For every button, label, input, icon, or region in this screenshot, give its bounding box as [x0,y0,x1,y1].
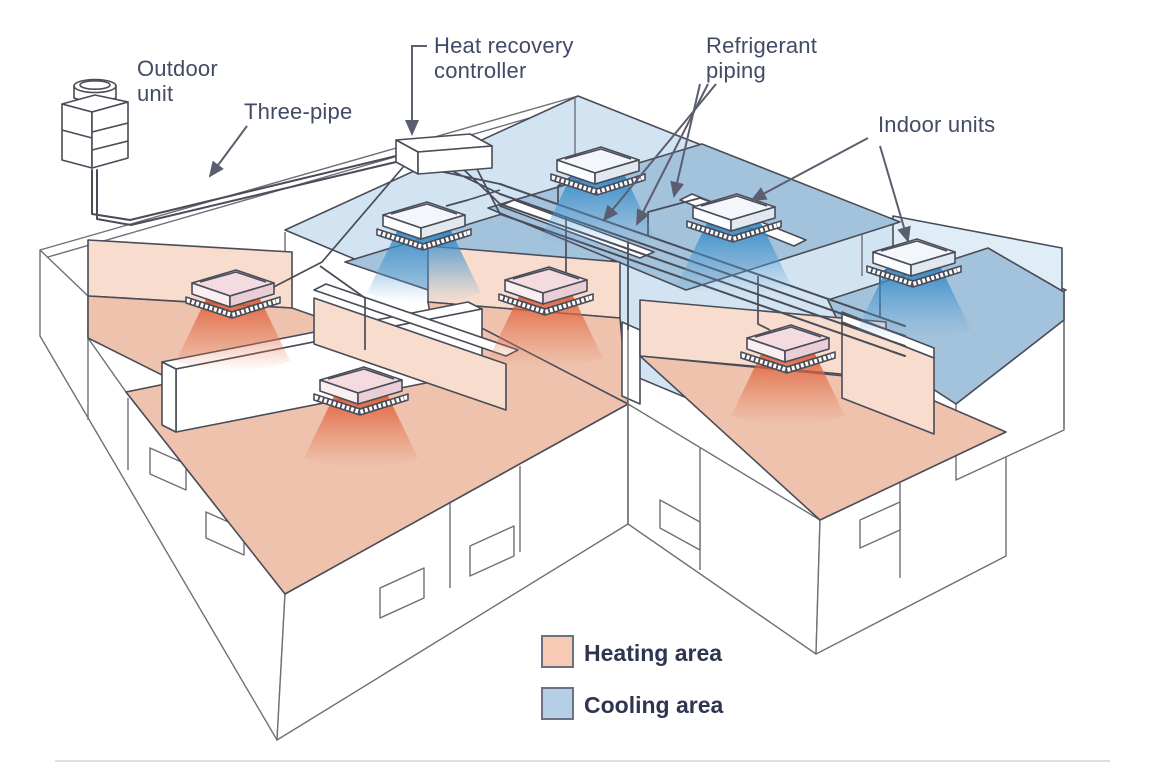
building-understructure [39,249,1065,741]
indoor-units-arrow-1 [750,137,869,201]
legend-swatch-cooling [541,687,574,720]
callouts: Outdoor unit Three-pipe Heat recovery co… [137,33,995,243]
three-pipe-run [91,155,397,226]
heat-recovery-controller [395,133,493,175]
partition-wall [621,321,641,405]
refrigerant-label-line2: piping [706,58,766,83]
legend-swatch-heating [541,635,574,668]
outdoor-unit-label-line1: Outdoor [137,56,218,81]
indoor-units-arrow-2 [879,145,911,243]
refrigerant-arrow-3 [670,83,701,198]
refrigerant-arrow-2 [636,83,709,226]
three-pipe-arrow [208,125,248,178]
indoor-units-label: Indoor units [878,112,995,137]
refrigerant-label-line1: Refrigerant [706,33,817,58]
legend-label-heating: Heating area [584,640,722,666]
heat-recovery-leader [405,45,427,136]
heat-recovery-label-line2: controller [434,58,526,83]
partition-wall-end [161,361,177,433]
understructure-detail [87,332,901,619]
legend-label-cooling: Cooling area [584,692,724,718]
three-pipe-label: Three-pipe [244,99,352,124]
outdoor-unit [61,78,129,169]
legend: Heating area Cooling area [541,635,724,720]
outdoor-unit-label-line2: unit [137,81,173,106]
side-wall [313,297,507,411]
heat-recovery-label-line1: Heat recovery [434,33,574,58]
